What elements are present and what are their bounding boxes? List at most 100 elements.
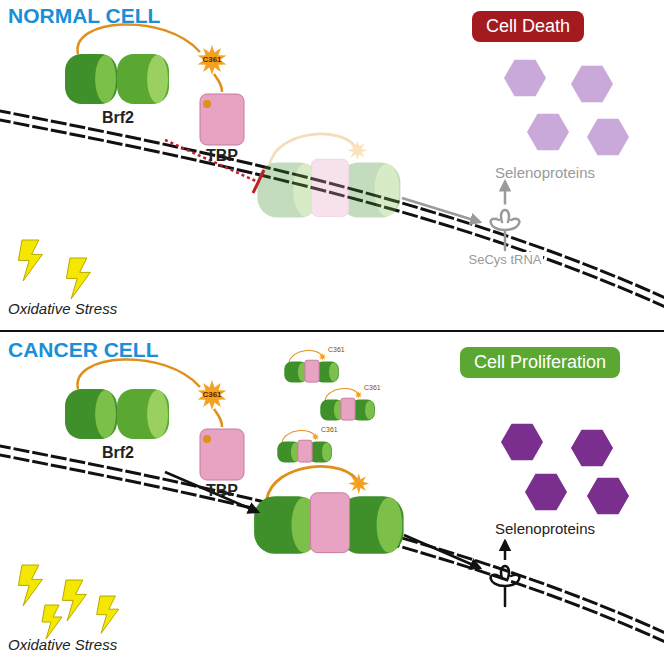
brf2-domain xyxy=(320,400,344,421)
selenoprotein-hexagon xyxy=(525,474,567,510)
brf2-domain-face xyxy=(365,401,374,420)
node-text: Brf2 xyxy=(63,444,173,462)
brf2-domain xyxy=(257,163,319,218)
brf2-linker xyxy=(214,74,222,92)
tbp-body xyxy=(200,94,244,145)
c361-star: C361 xyxy=(197,45,227,75)
node-text: Selenoproteins xyxy=(495,164,595,181)
dna-strand xyxy=(0,119,664,309)
star-outline xyxy=(198,45,227,75)
condition-label: Oxidative Stress xyxy=(8,300,117,317)
residue-label: C361 xyxy=(364,384,381,391)
dna-strand xyxy=(0,454,664,644)
panel-title: CANCER CELL xyxy=(8,338,159,362)
c361-star: C361 xyxy=(197,380,227,410)
tbp-shape xyxy=(197,92,247,147)
brf2-domain xyxy=(284,362,308,383)
brf2-protein: Brf2 xyxy=(63,49,173,127)
node-text: TBP xyxy=(197,147,247,165)
node-text: SeCys tRNA xyxy=(467,252,544,267)
lightning-bolt xyxy=(18,565,42,606)
product-label: Selenoproteins xyxy=(495,520,595,537)
brf2-domain xyxy=(117,389,169,439)
c361-star xyxy=(348,473,369,494)
brf2-cylinders xyxy=(63,384,173,444)
node-text: Cell Death xyxy=(486,16,570,37)
tbp-shape xyxy=(310,493,349,553)
selenoprotein-hexagon xyxy=(587,119,629,155)
brf2-linker xyxy=(214,409,222,427)
tbp-protein: TBP xyxy=(197,427,247,500)
tbp-shape xyxy=(305,360,319,382)
lightning-bolt xyxy=(97,596,119,633)
brf2-domain-face xyxy=(322,443,331,462)
condition-label: Oxidative Stress xyxy=(8,636,117,653)
lightning-bolt xyxy=(18,240,42,281)
transcription-arrow xyxy=(404,535,480,568)
lightning-bolt xyxy=(42,605,62,639)
brf2-tbp-complex xyxy=(320,389,375,421)
brf2-domain xyxy=(65,54,117,104)
residue-label: C361 xyxy=(321,426,338,433)
panel-title: NORMAL CELL xyxy=(8,4,160,28)
inhibition-bar xyxy=(253,170,264,193)
lightning-bolt xyxy=(66,258,90,299)
brf2-domain-face xyxy=(375,164,400,217)
selenoprotein-hexagon xyxy=(501,424,543,460)
transcription-arrow xyxy=(402,198,480,222)
flow-arrow xyxy=(504,182,507,205)
residue-label: C361 xyxy=(328,346,345,353)
brf2-protein: Brf2 xyxy=(63,384,173,462)
brf2-tbp-complex xyxy=(284,351,339,383)
tbp-shape xyxy=(311,159,348,216)
brf2-tbp-complex xyxy=(254,466,404,553)
product-label: Selenoproteins xyxy=(495,164,595,181)
brf2-loop xyxy=(78,359,200,389)
brf2-domain-face xyxy=(95,390,116,438)
brf2-tbp-complex xyxy=(257,134,400,218)
brf2-domain-face xyxy=(377,497,403,553)
inhibition-line xyxy=(165,140,258,182)
panel-divider xyxy=(0,330,664,332)
selenoprotein-hexagon xyxy=(504,60,546,96)
brf2-domain xyxy=(254,496,318,554)
outcome-box: Cell Death xyxy=(472,11,584,42)
node-text: Selenoproteins xyxy=(495,520,595,537)
c361-star xyxy=(319,353,327,361)
brf2-domain-face xyxy=(329,363,338,382)
c361-star xyxy=(355,391,363,399)
node-text: C361 xyxy=(197,380,227,410)
tbp-shape xyxy=(298,440,312,462)
selenoprotein-hexagon xyxy=(571,66,613,102)
c361-star xyxy=(312,433,320,441)
star-outline xyxy=(198,380,227,410)
selenoprotein-hexagon xyxy=(587,478,629,514)
trna-icon xyxy=(491,566,520,606)
outcome-box: Cell Proliferation xyxy=(460,347,620,378)
brf2-domain xyxy=(117,54,169,104)
trna-icon xyxy=(491,210,520,250)
tbp-protein: TBP xyxy=(197,92,247,165)
brf2-domain-face xyxy=(95,55,116,103)
translation-arrow xyxy=(504,541,507,560)
tbp-body xyxy=(200,429,244,480)
brf2-domain-face xyxy=(147,390,168,438)
brf2-domain-face xyxy=(147,55,168,103)
tbp-shape xyxy=(197,427,247,482)
brf2-domain xyxy=(65,389,117,439)
trna-node: SeCys tRNA xyxy=(467,206,544,267)
brf2-loop xyxy=(78,24,200,54)
selenoprotein-hexagon xyxy=(527,114,569,150)
brf2-cylinders xyxy=(63,49,173,109)
brf2-tbp-complex xyxy=(277,431,332,463)
node-text: TBP xyxy=(197,482,247,500)
c361-star xyxy=(348,141,368,161)
trna-icon xyxy=(485,206,525,252)
lightning-bolt xyxy=(62,580,86,621)
node-text: Brf2 xyxy=(63,109,173,127)
node-text: C361 xyxy=(197,45,227,75)
node-text: Cell Proliferation xyxy=(474,352,606,373)
tbp-shape xyxy=(341,398,355,420)
tbp-contact xyxy=(203,435,211,443)
